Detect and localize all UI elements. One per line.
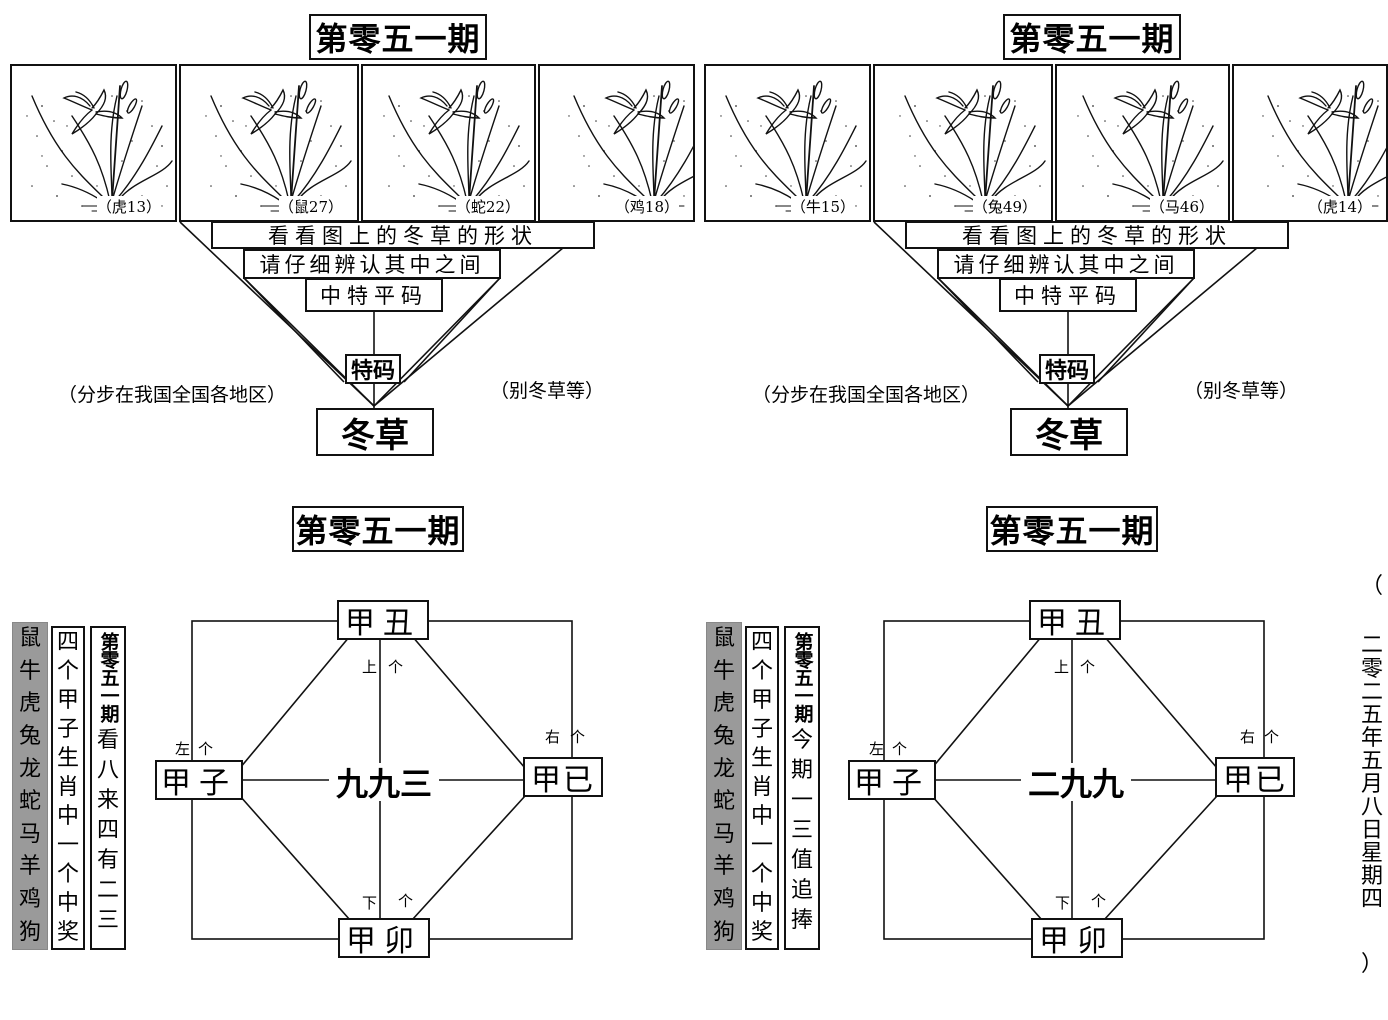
label-top-a: 上 xyxy=(1054,658,1070,676)
label-top-a: 上 xyxy=(362,658,378,676)
node-bottom: 甲卯 xyxy=(338,918,430,959)
label-right-a: 右 xyxy=(545,728,561,746)
panel-label: （鸡18） xyxy=(614,196,679,217)
node-right: 甲已 xyxy=(523,757,603,798)
center-number: 九九三 xyxy=(329,763,439,803)
hint-row-2: 请仔细辨认其中之间 xyxy=(243,249,501,279)
date-text: 二零二五年五月八日星期四 xyxy=(1360,633,1383,913)
note-left: （分步在我国全国各地区） xyxy=(752,384,981,406)
node-left: 甲子 xyxy=(155,760,243,801)
flower-panel: （蛇22） xyxy=(361,64,536,222)
tema-box: 特码 xyxy=(345,354,401,384)
flower-panel: （兔49） xyxy=(873,64,1053,222)
label-left-a: 左 xyxy=(869,740,885,758)
issue-title: 第零五一期 xyxy=(292,506,464,552)
center-number: 二九九 xyxy=(1021,763,1131,803)
panel-label: （虎13） xyxy=(96,196,161,217)
note-right: （别冬草等） xyxy=(490,380,605,402)
node-right: 甲已 xyxy=(1215,757,1295,798)
label-bottom-b: 个 xyxy=(1091,892,1107,910)
flower-panel: （虎13） xyxy=(10,64,177,222)
label-right-b: 个 xyxy=(570,728,586,746)
label-top-b: 个 xyxy=(388,658,404,676)
node-top: 甲丑 xyxy=(337,600,429,641)
label-right-a: 右 xyxy=(1240,728,1256,746)
zodiac-column: 鼠牛虎兔龙蛇马羊鸡狗 xyxy=(12,622,48,950)
panel-label: （马46） xyxy=(1149,196,1214,217)
label-right-b: 个 xyxy=(1264,728,1280,746)
hint-row-3: 中特平码 xyxy=(999,278,1137,312)
hint-row-1: 看看图上的冬草的形状 xyxy=(211,221,595,249)
label-bottom-a: 下 xyxy=(362,894,378,912)
label-left-b: 个 xyxy=(892,740,908,758)
panel-label: （兔49） xyxy=(972,196,1037,217)
date-column: （ 二零二五年五月八日星期四 ） xyxy=(1357,568,1387,978)
hint-row-2: 请仔细辨认其中之间 xyxy=(937,249,1195,279)
node-top: 甲丑 xyxy=(1029,600,1121,641)
label-bottom-b: 个 xyxy=(398,892,414,910)
label-top-b: 个 xyxy=(1080,658,1096,676)
note-right: （别冬草等） xyxy=(1184,380,1299,402)
flower-panel: （虎14） xyxy=(1232,64,1388,222)
flower-panel: （马46） xyxy=(1055,64,1230,222)
flower-panel: （鸡18） xyxy=(538,64,695,222)
dongcao-box: 冬草 xyxy=(1010,408,1128,456)
note-left: （分步在我国全国各地区） xyxy=(58,384,287,406)
panel-label: （蛇22） xyxy=(455,196,520,217)
label-left-b: 个 xyxy=(198,740,214,758)
hint-column: 四个甲子生肖中一个中奖 xyxy=(51,626,85,950)
node-left: 甲子 xyxy=(848,760,936,801)
issue-title: 第零五一期 xyxy=(986,506,1158,552)
hint-column: 四个甲子生肖中一个中奖 xyxy=(745,626,779,950)
issue-column: 第零五一期 今期一三值追捧 xyxy=(784,626,820,950)
zodiac-column: 鼠牛虎兔龙蛇马羊鸡狗 xyxy=(706,622,742,950)
node-bottom: 甲卯 xyxy=(1031,918,1123,959)
label-bottom-a: 下 xyxy=(1055,894,1071,912)
hint-row-1: 看看图上的冬草的形状 xyxy=(905,221,1289,249)
flower-panel: （鼠27） xyxy=(179,64,359,222)
funnel-lines xyxy=(873,221,1289,410)
hint-row-3: 中特平码 xyxy=(305,278,443,312)
label-left-a: 左 xyxy=(175,740,191,758)
date-open-paren: （ xyxy=(1360,574,1383,599)
flower-panel: （牛15） xyxy=(704,64,871,222)
issue-title: 第零五一期 xyxy=(1003,14,1181,60)
funnel-lines xyxy=(179,221,595,410)
panel-label: （虎14） xyxy=(1307,196,1372,217)
panel-label: （鼠27） xyxy=(278,196,343,217)
issue-column: 第零五一期 看八来四有二三 xyxy=(90,626,126,950)
tema-box: 特码 xyxy=(1039,354,1095,384)
issue-title: 第零五一期 xyxy=(309,14,487,60)
date-close-paren: ） xyxy=(1360,952,1383,977)
dongcao-box: 冬草 xyxy=(316,408,434,456)
panel-label: （牛15） xyxy=(790,196,855,217)
